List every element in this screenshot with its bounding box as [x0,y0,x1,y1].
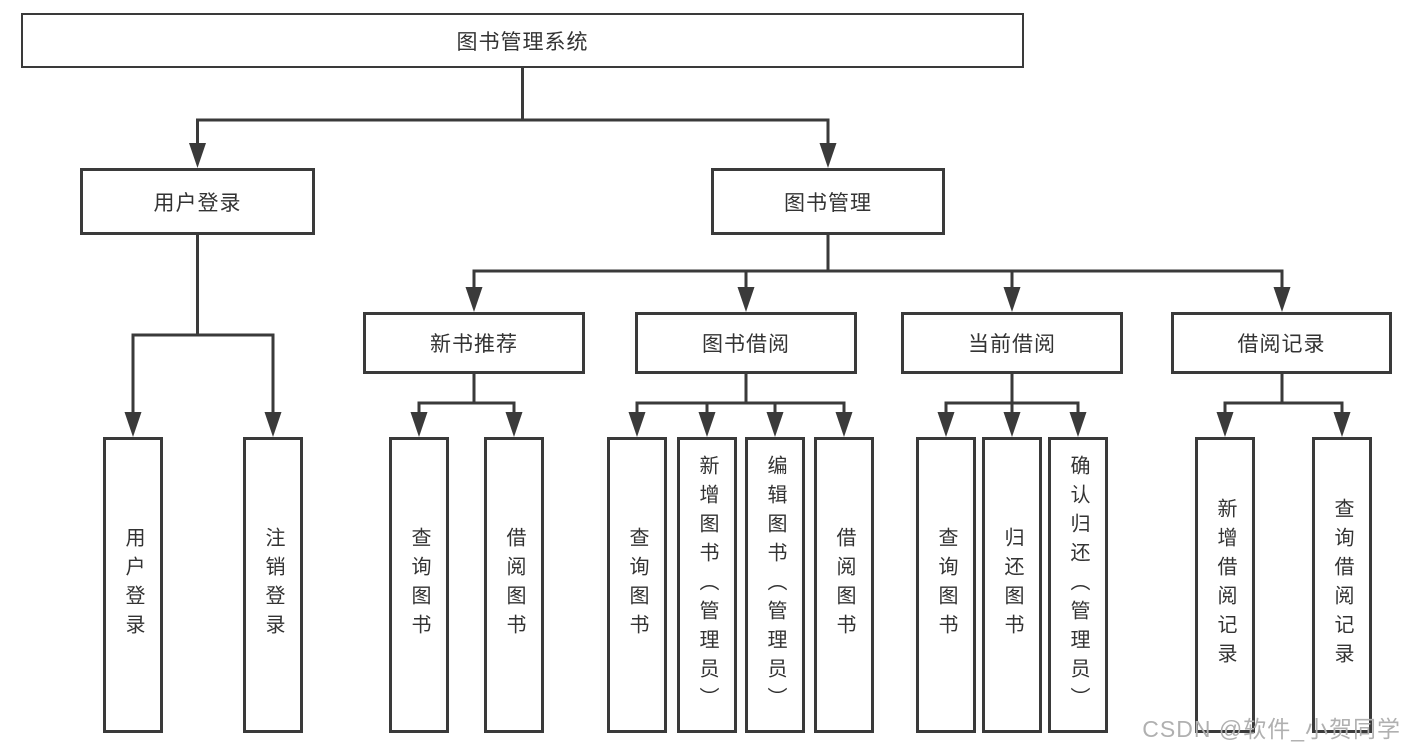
node-user-login: 用户登录 [80,168,315,235]
leaf-label: 用户登录 [122,527,144,643]
leaf-user-login: 用户登录 [103,437,163,733]
leaf-label: 新增借阅记录 [1214,498,1236,672]
leaf-label: 归还图书 [1001,527,1023,643]
leaf-borrow-books-1: 借阅图书 [484,437,544,733]
watermark-text: CSDN @软件_小贺同学 [1142,716,1401,742]
leaf-confirm-return-admin: 确认归还（管理员） [1048,437,1108,733]
node-new-book-recommendation: 新书推荐 [363,312,585,374]
leaf-query-books-3: 查询图书 [916,437,976,733]
node-current-borrowing: 当前借阅 [901,312,1123,374]
node-book-borrowing: 图书借阅 [635,312,857,374]
leaf-borrow-books-2: 借阅图书 [814,437,874,733]
leaf-label: 借阅图书 [833,527,855,643]
leaf-label: 新增图书（管理员） [696,454,718,716]
node-borrowing-records: 借阅记录 [1171,312,1392,374]
leaf-add-book-admin: 新增图书（管理员） [677,437,737,733]
arrowheads [124,143,1351,437]
leaf-label: 查询图书 [408,527,430,643]
leaf-logout: 注销登录 [243,437,303,733]
leaf-edit-book-admin: 编辑图书（管理员） [745,437,805,733]
leaf-query-borrow-record: 查询借阅记录 [1312,437,1372,733]
leaf-label: 查询图书 [626,527,648,643]
leaf-return-books: 归还图书 [982,437,1042,733]
leaf-label: 确认归还（管理员） [1067,454,1089,716]
leaf-label: 借阅图书 [503,527,525,643]
leaf-add-borrow-record: 新增借阅记录 [1195,437,1255,733]
node-library-management-system: 图书管理系统 [21,13,1024,68]
leaf-query-books-2: 查询图书 [607,437,667,733]
leaf-label: 编辑图书（管理员） [764,454,786,716]
node-book-management: 图书管理 [711,168,945,235]
leaf-label: 查询借阅记录 [1331,498,1353,672]
leaf-label: 查询图书 [935,527,957,643]
leaf-query-books-1: 查询图书 [389,437,449,733]
leaf-label: 注销登录 [262,527,284,643]
